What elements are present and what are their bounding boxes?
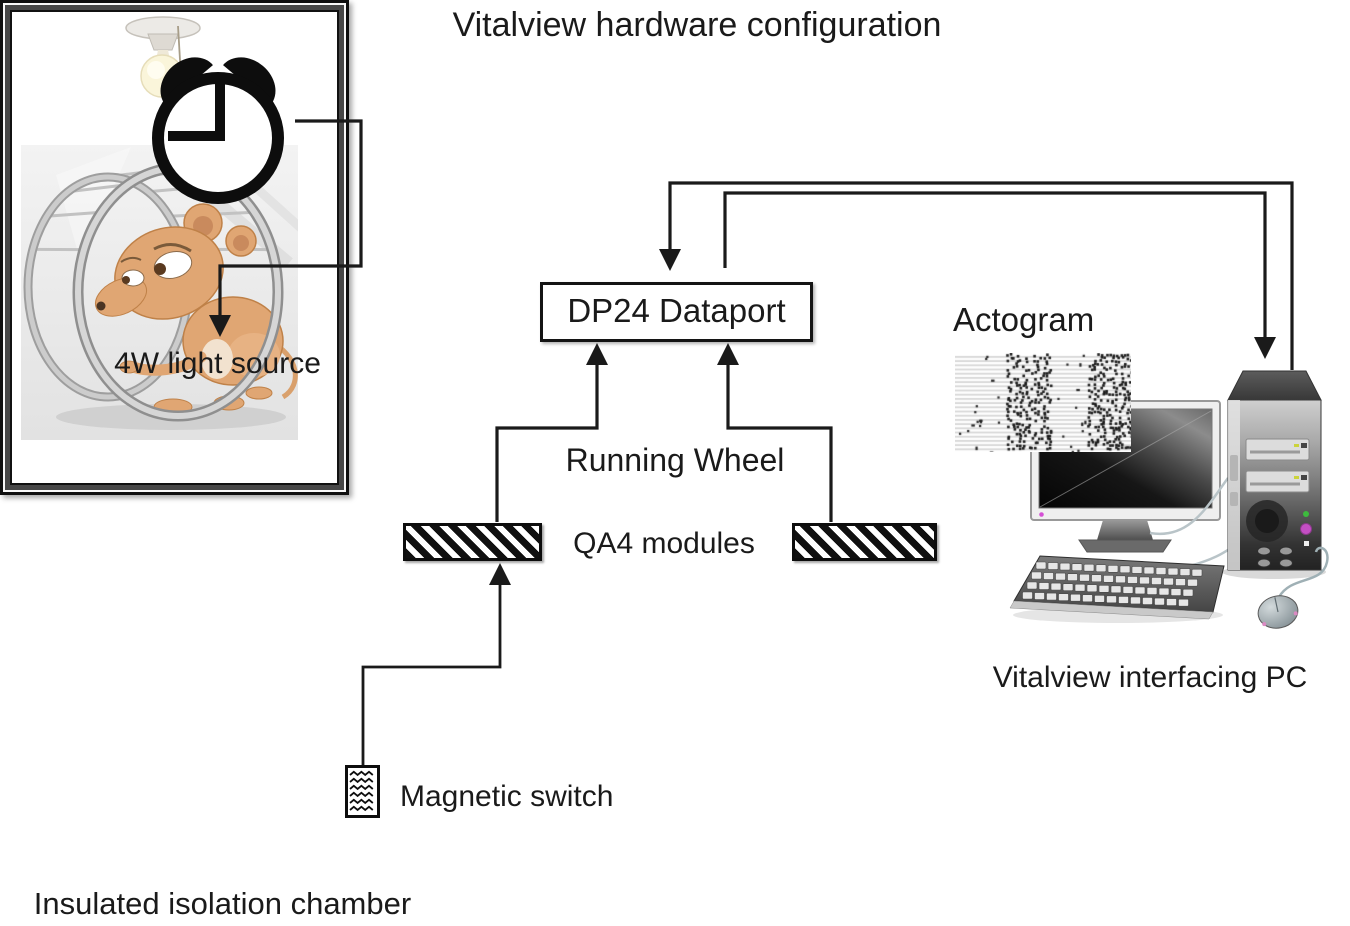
computer-tower [1222,370,1326,579]
connector-qa4left-to-dataport [495,343,608,522]
running-wheel-label: Running Wheel [565,442,785,478]
qa4-module-right [792,523,937,561]
magnetic-switch-icon [345,765,380,818]
qa4-module-left [403,523,542,561]
arrowhead-down [659,249,681,271]
magnetic-switch-label: Magnetic switch [400,780,614,813]
drive-bay [1245,438,1310,461]
connector-pc-to-dataport [659,181,1294,370]
alarm-clock-icon [152,57,284,204]
arrowhead-up [717,343,739,365]
isolation-chamber-box: Running Wheel [0,0,784,495]
connector-clock-to-light [209,119,363,337]
light-bulb-icon [125,16,201,138]
arrowhead-up [489,563,511,585]
arrowhead-down [209,315,231,337]
actogram-label: Actogram [953,301,1095,338]
arrowhead-down [1254,337,1276,359]
mouse-cable [1277,546,1329,598]
monitor-stand [1097,520,1153,540]
isolation-chamber-label: Insulated isolation chamber [33,886,412,921]
qa4-modules-label: QA4 modules [573,527,755,560]
arrowhead-up [586,343,608,365]
keyboard [1009,555,1225,623]
monitor-power-led [1039,512,1044,517]
tower-led [1303,511,1309,517]
switch-zigzag-pattern [349,770,374,812]
actogram-image [955,353,1131,452]
monitor-cable [1149,477,1230,536]
diagram-title: Vitalview hardware configuration [452,6,942,44]
connector-switch-to-qa4 [361,563,511,767]
computer-mouse [1257,595,1299,629]
tower-power-button [1300,523,1312,535]
dataport-box: DP24 Dataport [540,282,813,342]
connector-dataport-to-pc [723,191,1276,359]
keyboard-keys [1022,561,1203,607]
dataport-label: DP24 Dataport [567,292,786,329]
connector-qa4right-to-dataport [717,343,833,522]
drive-bay [1245,470,1310,493]
light-source-label: 4W light source [114,347,321,380]
clock-hands [168,84,225,141]
interfacing-pc-label: Vitalview interfacing PC [992,661,1308,694]
